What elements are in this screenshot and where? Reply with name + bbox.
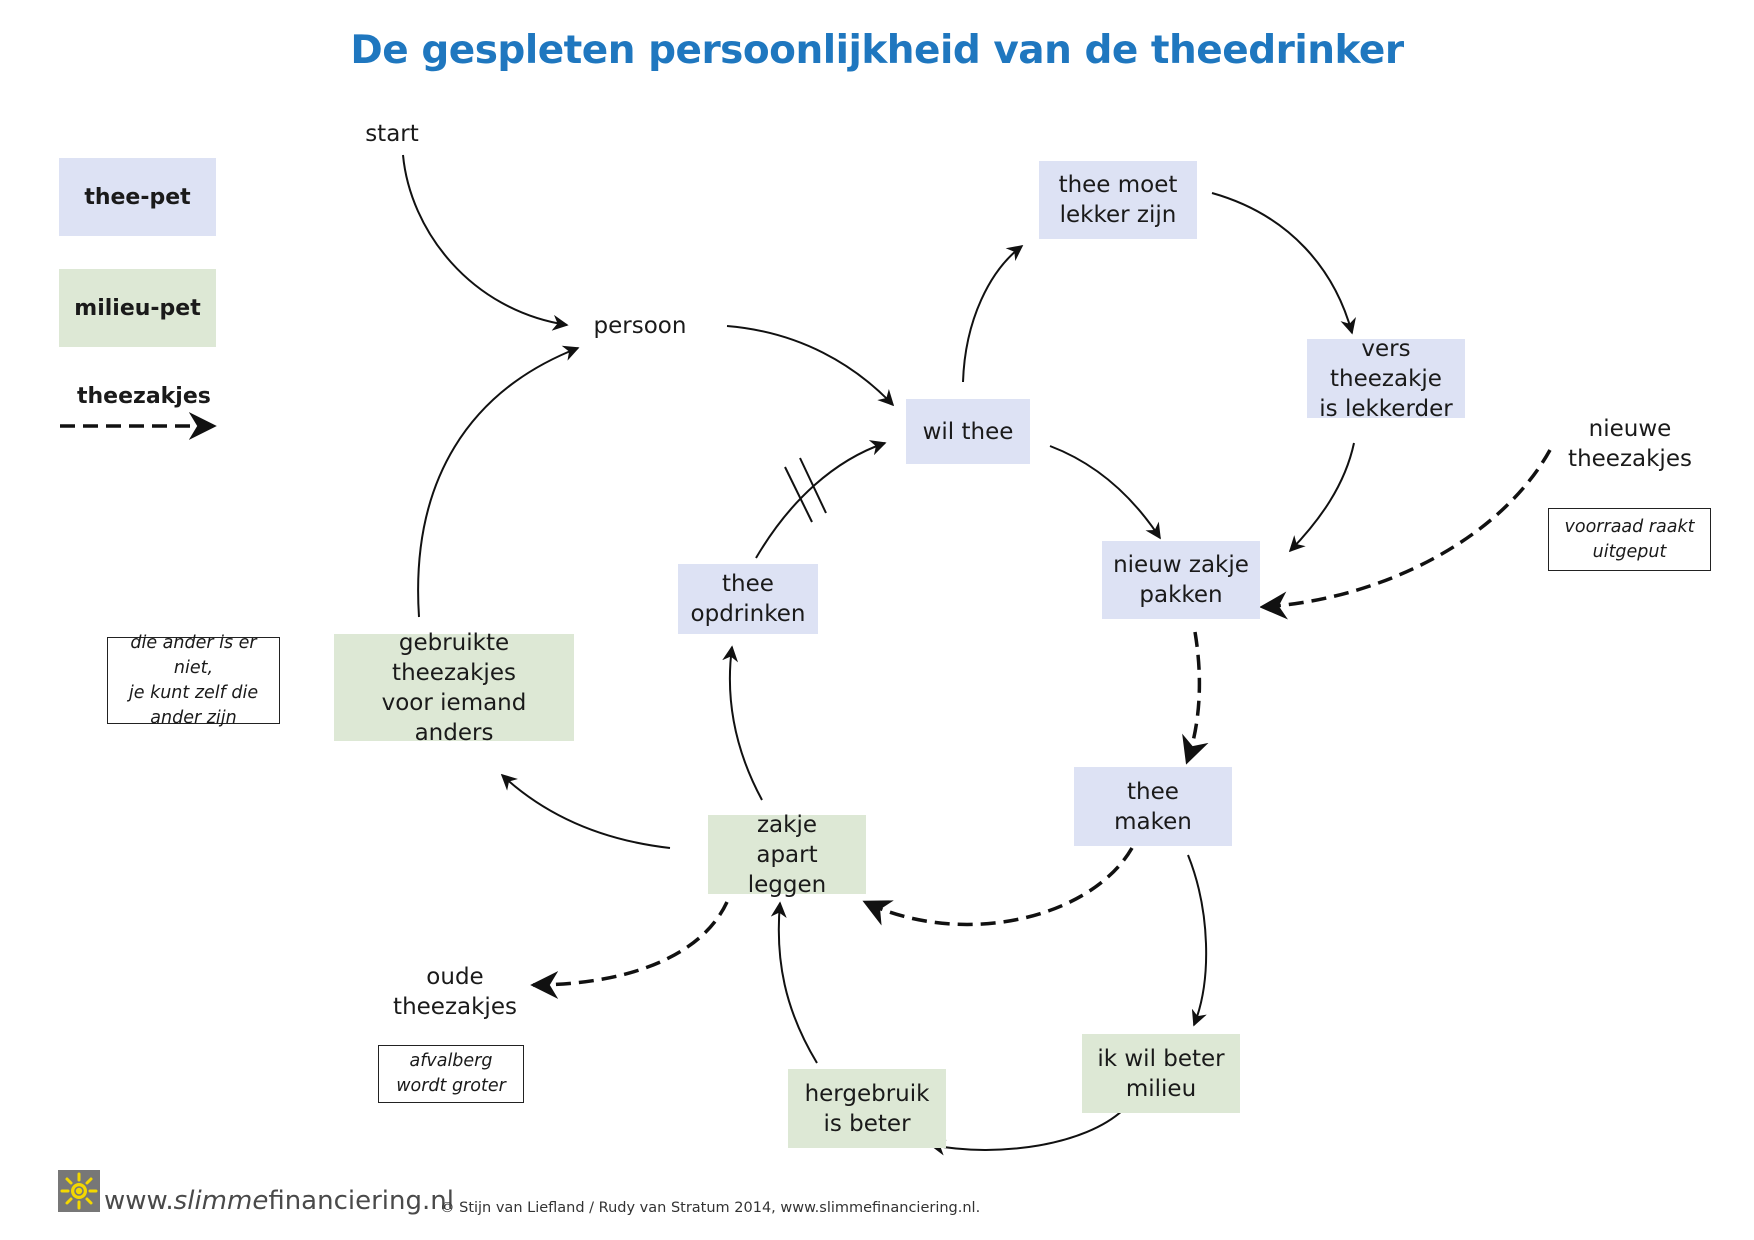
- dashed-zakje-oude: [530, 901, 729, 999]
- arrow-milieu-hergebruik: [929, 1109, 1124, 1156]
- arrow-hergebruik-zakje: [770, 901, 818, 1064]
- block-mark-1: [784, 466, 813, 523]
- dashed-maken-zakje: [862, 847, 1134, 927]
- node-nieuw-zakje-pakken: nieuw zakje pakken: [1102, 541, 1260, 619]
- node-vers-theezakje: vers theezakje is lekkerder: [1307, 336, 1465, 422]
- node-hergebruik: hergebruik is beter: [788, 1069, 946, 1148]
- arrow-persoon-wilthee: [726, 325, 895, 407]
- note-die-ander: die ander is er niet, je kunt zelf die a…: [107, 633, 280, 728]
- note-afvalberg: afvalberg wordt groter: [378, 1045, 524, 1103]
- footer-site-prefix: www.: [104, 1186, 174, 1216]
- arrow-wilthee-nieuwzakje: [1049, 445, 1161, 540]
- node-oude-theezakjes: oude theezakjes: [393, 964, 517, 1020]
- arrow-start-persoon: [402, 154, 569, 331]
- node-wil-thee: wil thee: [906, 399, 1030, 464]
- dashed-nieuwe-nieuwzakje: [1259, 449, 1552, 620]
- node-gebruikte-theezakjes: gebruikte theezakjes voor iemand anders: [334, 630, 574, 746]
- arrow-opdrinken-wilthee: [755, 440, 887, 559]
- dashed-nieuwzakje-maken: [1182, 631, 1209, 765]
- sun-logo-icon: [58, 1170, 100, 1212]
- node-persoon: persoon: [593, 313, 687, 339]
- legend-milieu-pet-label: milieu-pet: [74, 295, 201, 321]
- footer-site-suffix: financiering.nl: [268, 1186, 454, 1216]
- node-start: start: [365, 121, 419, 147]
- legend-thee-pet: thee-pet: [59, 158, 216, 236]
- arrow-wilthee-lekker: [962, 245, 1024, 383]
- node-nieuwe-theezakjes: nieuwe theezakjes: [1568, 416, 1692, 472]
- arrow-lekker-vers: [1211, 192, 1356, 335]
- page-title: De gespleten persoonlijkheid van de thee…: [350, 28, 1404, 73]
- arrow-zakje-gebruikte: [500, 773, 671, 849]
- footer-site-italic: slimme: [173, 1186, 269, 1216]
- arrow-vers-nieuwzakje: [1288, 442, 1355, 553]
- arrow-zakje-opdrinken: [722, 645, 763, 801]
- footer-copyright: © Stijn van Liefland / Rudy van Stratum …: [440, 1200, 981, 1216]
- note-voorraad: voorraad raakt uitgeput: [1548, 508, 1711, 571]
- legend-theezakjes-label: theezakjes: [77, 384, 211, 409]
- footer-site-link[interactable]: www.slimmefinanciering.nl: [104, 1186, 454, 1216]
- node-thee-maken: thee maken: [1074, 767, 1232, 846]
- node-zakje-apart-leggen: zakje apart leggen: [708, 812, 866, 898]
- legend-thee-pet-label: thee-pet: [84, 184, 191, 210]
- node-thee-opdrinken: thee opdrinken: [678, 564, 818, 634]
- node-ik-wil-beter-milieu: ik wil beter milieu: [1082, 1034, 1240, 1113]
- arrow-gebruikte-persoon: [417, 345, 580, 618]
- legend-milieu-pet: milieu-pet: [59, 269, 216, 347]
- arrow-maken-milieu: [1187, 854, 1208, 1027]
- node-thee-moet-lekker: thee moet lekker zijn: [1039, 161, 1197, 239]
- block-mark-2: [799, 457, 827, 514]
